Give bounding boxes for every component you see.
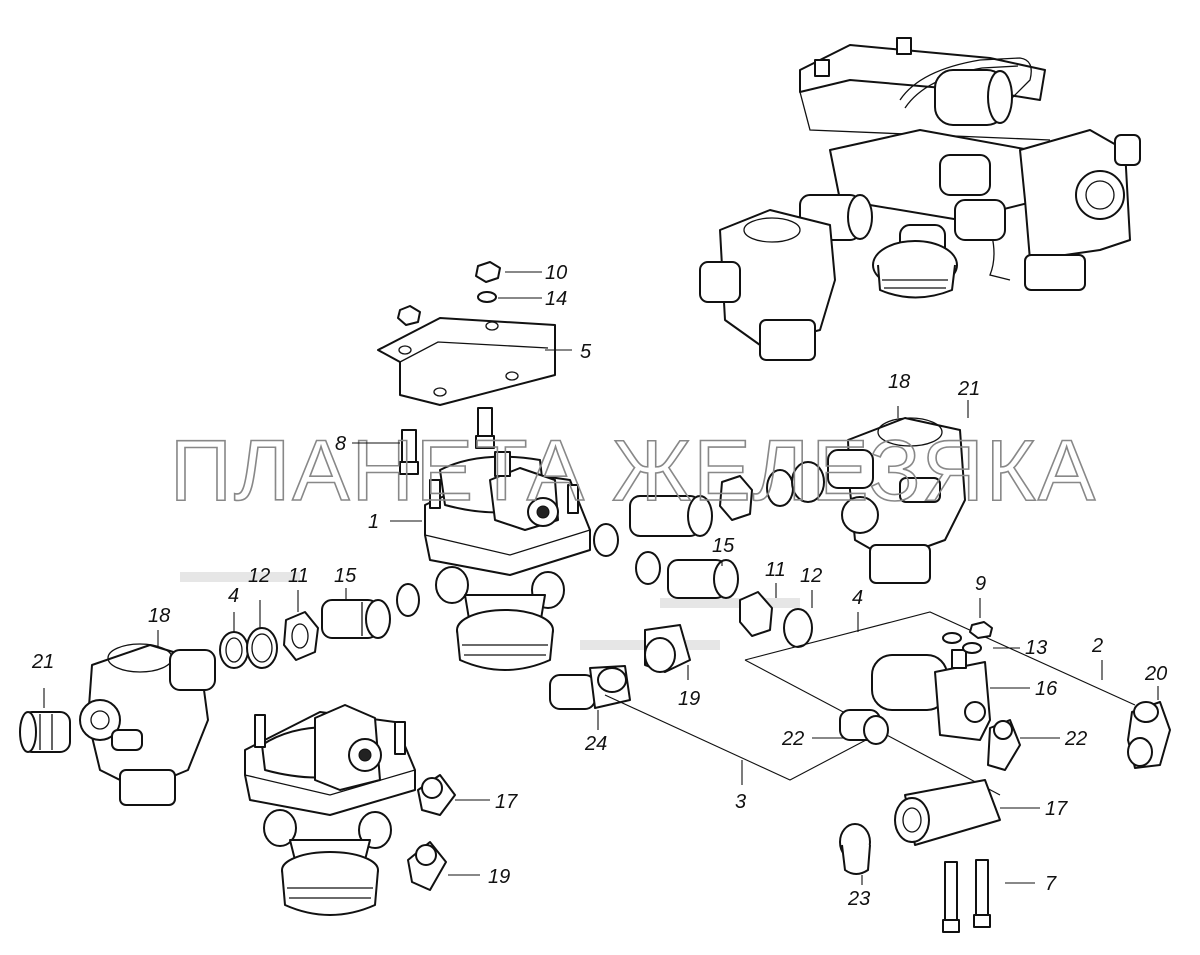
fitting-22-left	[839, 709, 889, 745]
callout-16: 16	[1035, 678, 1058, 700]
assembled-valve-unit	[699, 37, 1141, 361]
bolts-8	[399, 407, 495, 475]
brake-valve-lower	[244, 704, 416, 916]
washer-13	[942, 632, 982, 654]
brake-valve-1	[424, 451, 591, 671]
valve-18-left	[79, 643, 216, 806]
fitting-17-lower	[417, 774, 456, 816]
callout-20: 20	[1144, 663, 1167, 685]
bolts-7	[942, 859, 991, 933]
line-3	[604, 694, 886, 781]
callout-21-left: 21	[31, 651, 54, 673]
callout-5: 5	[580, 341, 592, 363]
callout-21-right: 21	[957, 378, 980, 400]
callout-leaders	[43, 271, 1159, 885]
magnet-valve-16	[871, 649, 991, 741]
callout-2: 2	[1091, 635, 1103, 657]
callout-24: 24	[584, 733, 607, 755]
fitting-20	[1127, 701, 1171, 769]
callout-9: 9	[975, 573, 986, 595]
callout-11-left: 11	[288, 565, 309, 587]
callout-18-left: 18	[148, 605, 170, 627]
valve-18-right	[827, 417, 966, 584]
callout-15-left: 15	[334, 565, 357, 587]
callout-14: 14	[545, 288, 567, 310]
fitting-24	[549, 665, 631, 710]
callout-11-right: 11	[765, 559, 786, 581]
callout-3: 3	[735, 791, 746, 813]
tee-17-right	[894, 779, 1001, 846]
callout-10: 10	[545, 262, 567, 284]
adapter-15-left	[321, 599, 391, 639]
callout-1: 1	[368, 511, 379, 533]
nut-9	[969, 621, 993, 639]
callout-13: 13	[1025, 637, 1047, 659]
watermark: ПЛАНЕТА ЖЕЛЕЗЯКА	[170, 423, 1097, 519]
callout-numbers: 1 2 3 4 4 5 7 8 9 10 11 11 12 12 13 14 1…	[31, 262, 1167, 910]
callout-15-right: 15	[712, 535, 735, 557]
line-2	[744, 611, 1136, 706]
nut-on-plate	[397, 305, 421, 326]
rings-4-12-left	[219, 627, 278, 669]
callout-19-lower: 19	[488, 866, 510, 888]
callout-17-lower: 17	[495, 791, 518, 813]
callout-7: 7	[1045, 873, 1057, 895]
fitting-19-lower	[407, 841, 447, 891]
bracket-plate	[377, 317, 556, 406]
fitting-21-left	[19, 711, 71, 753]
callout-18-right: 18	[888, 371, 910, 393]
callout-12-right: 12	[800, 565, 822, 587]
center-fittings	[593, 461, 825, 648]
nut-11-left	[283, 611, 319, 661]
callout-22-left: 22	[781, 728, 804, 750]
callout-17-right: 17	[1045, 798, 1068, 820]
callout-22-right: 22	[1064, 728, 1087, 750]
washer-14	[477, 291, 497, 303]
callout-23: 23	[847, 888, 870, 910]
plug-23	[839, 823, 871, 875]
callout-19-center: 19	[678, 688, 700, 710]
callout-12-left: 12	[248, 565, 270, 587]
callout-4-left: 4	[228, 585, 239, 607]
fitting-19-center	[644, 624, 691, 673]
callout-4-right: 4	[852, 587, 863, 609]
callout-8: 8	[335, 433, 346, 455]
fitting-22-right	[987, 719, 1021, 771]
ring-right-of-15	[396, 583, 420, 617]
nut-10	[475, 261, 501, 283]
